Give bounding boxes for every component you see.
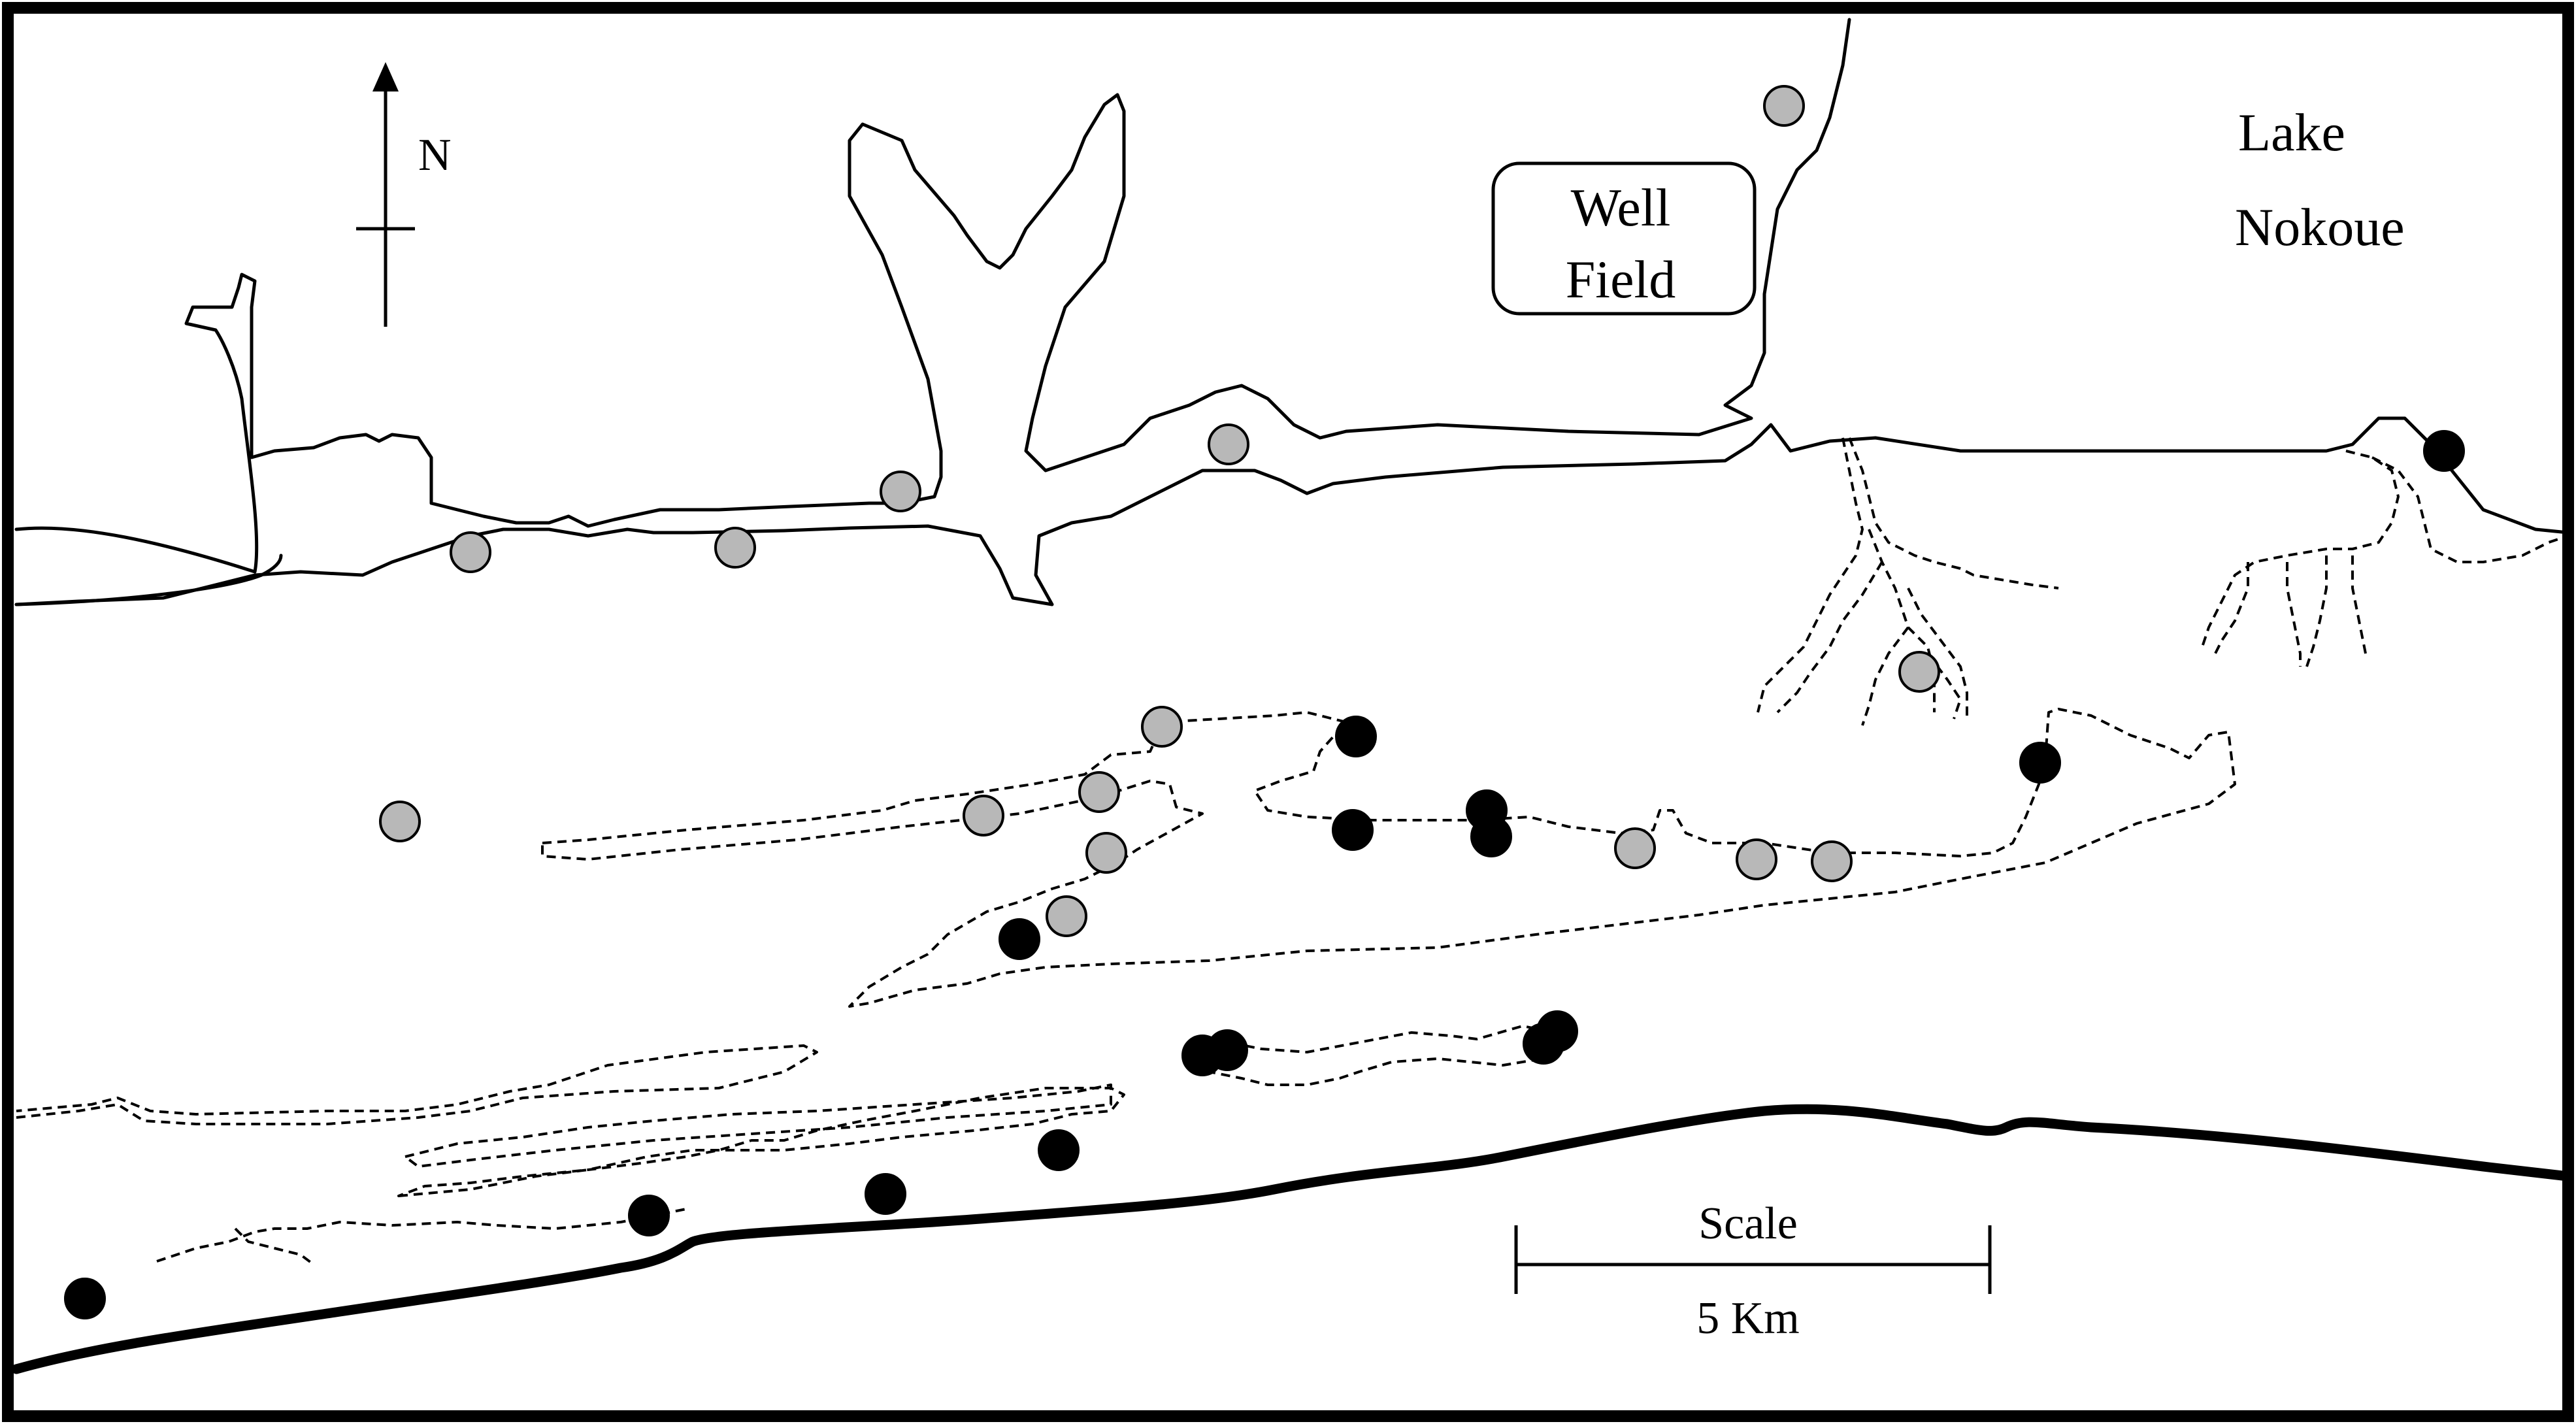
north-label: N (418, 130, 452, 180)
gray-site-marker (1763, 85, 1805, 127)
black-site-marker (2423, 430, 2465, 472)
scale-bar: Scale 5 Km (1514, 1199, 1992, 1344)
lake-label-line2: Nokoue (2235, 197, 2405, 257)
scale-value: 5 Km (1696, 1293, 1800, 1344)
well-field-box (1491, 161, 1757, 316)
well-field-line1: Well (1571, 178, 1671, 237)
black-site-marker (865, 1173, 906, 1215)
black-site-marker (1206, 1029, 1248, 1071)
black-site-marker (1470, 816, 1512, 857)
gray-site-marker (1085, 832, 1127, 874)
coastline (11, 1104, 2573, 1374)
gray-site-marker (379, 801, 421, 842)
gray-site-marker (1208, 423, 1249, 465)
gray-site-marker (880, 471, 921, 512)
gray-site-marker (1898, 651, 1940, 693)
black-site-marker (1332, 809, 1374, 851)
gray-site-marker (963, 795, 1004, 836)
gray-site-marker (1078, 771, 1120, 813)
lagoon-outline (14, 18, 1851, 574)
black-site-marker (1038, 1129, 1080, 1171)
black-site-marker (628, 1195, 670, 1236)
gray-site-marker (1736, 838, 1777, 880)
gray-site-marker (1046, 895, 1087, 937)
black-site-marker (2019, 742, 2061, 784)
lagoon-channel (14, 416, 2570, 606)
north-arrow: N (356, 62, 452, 327)
gray-site-marker (1811, 840, 1853, 882)
lake-label-line1: Lake (2238, 103, 2345, 162)
gray-site-marker (450, 531, 491, 573)
black-site-marker (1536, 1010, 1578, 1052)
black-markers (64, 430, 2465, 1319)
dashed-features (16, 437, 2569, 1266)
black-site-marker (64, 1278, 106, 1319)
black-site-marker (1335, 716, 1377, 757)
gray-site-marker (1141, 706, 1183, 748)
gray-site-marker (1614, 827, 1656, 869)
black-site-marker (999, 918, 1040, 960)
well-field-line2: Field (1566, 250, 1676, 309)
scale-title: Scale (1698, 1199, 1798, 1249)
gray-markers (379, 85, 1940, 937)
gray-site-marker (714, 527, 756, 569)
